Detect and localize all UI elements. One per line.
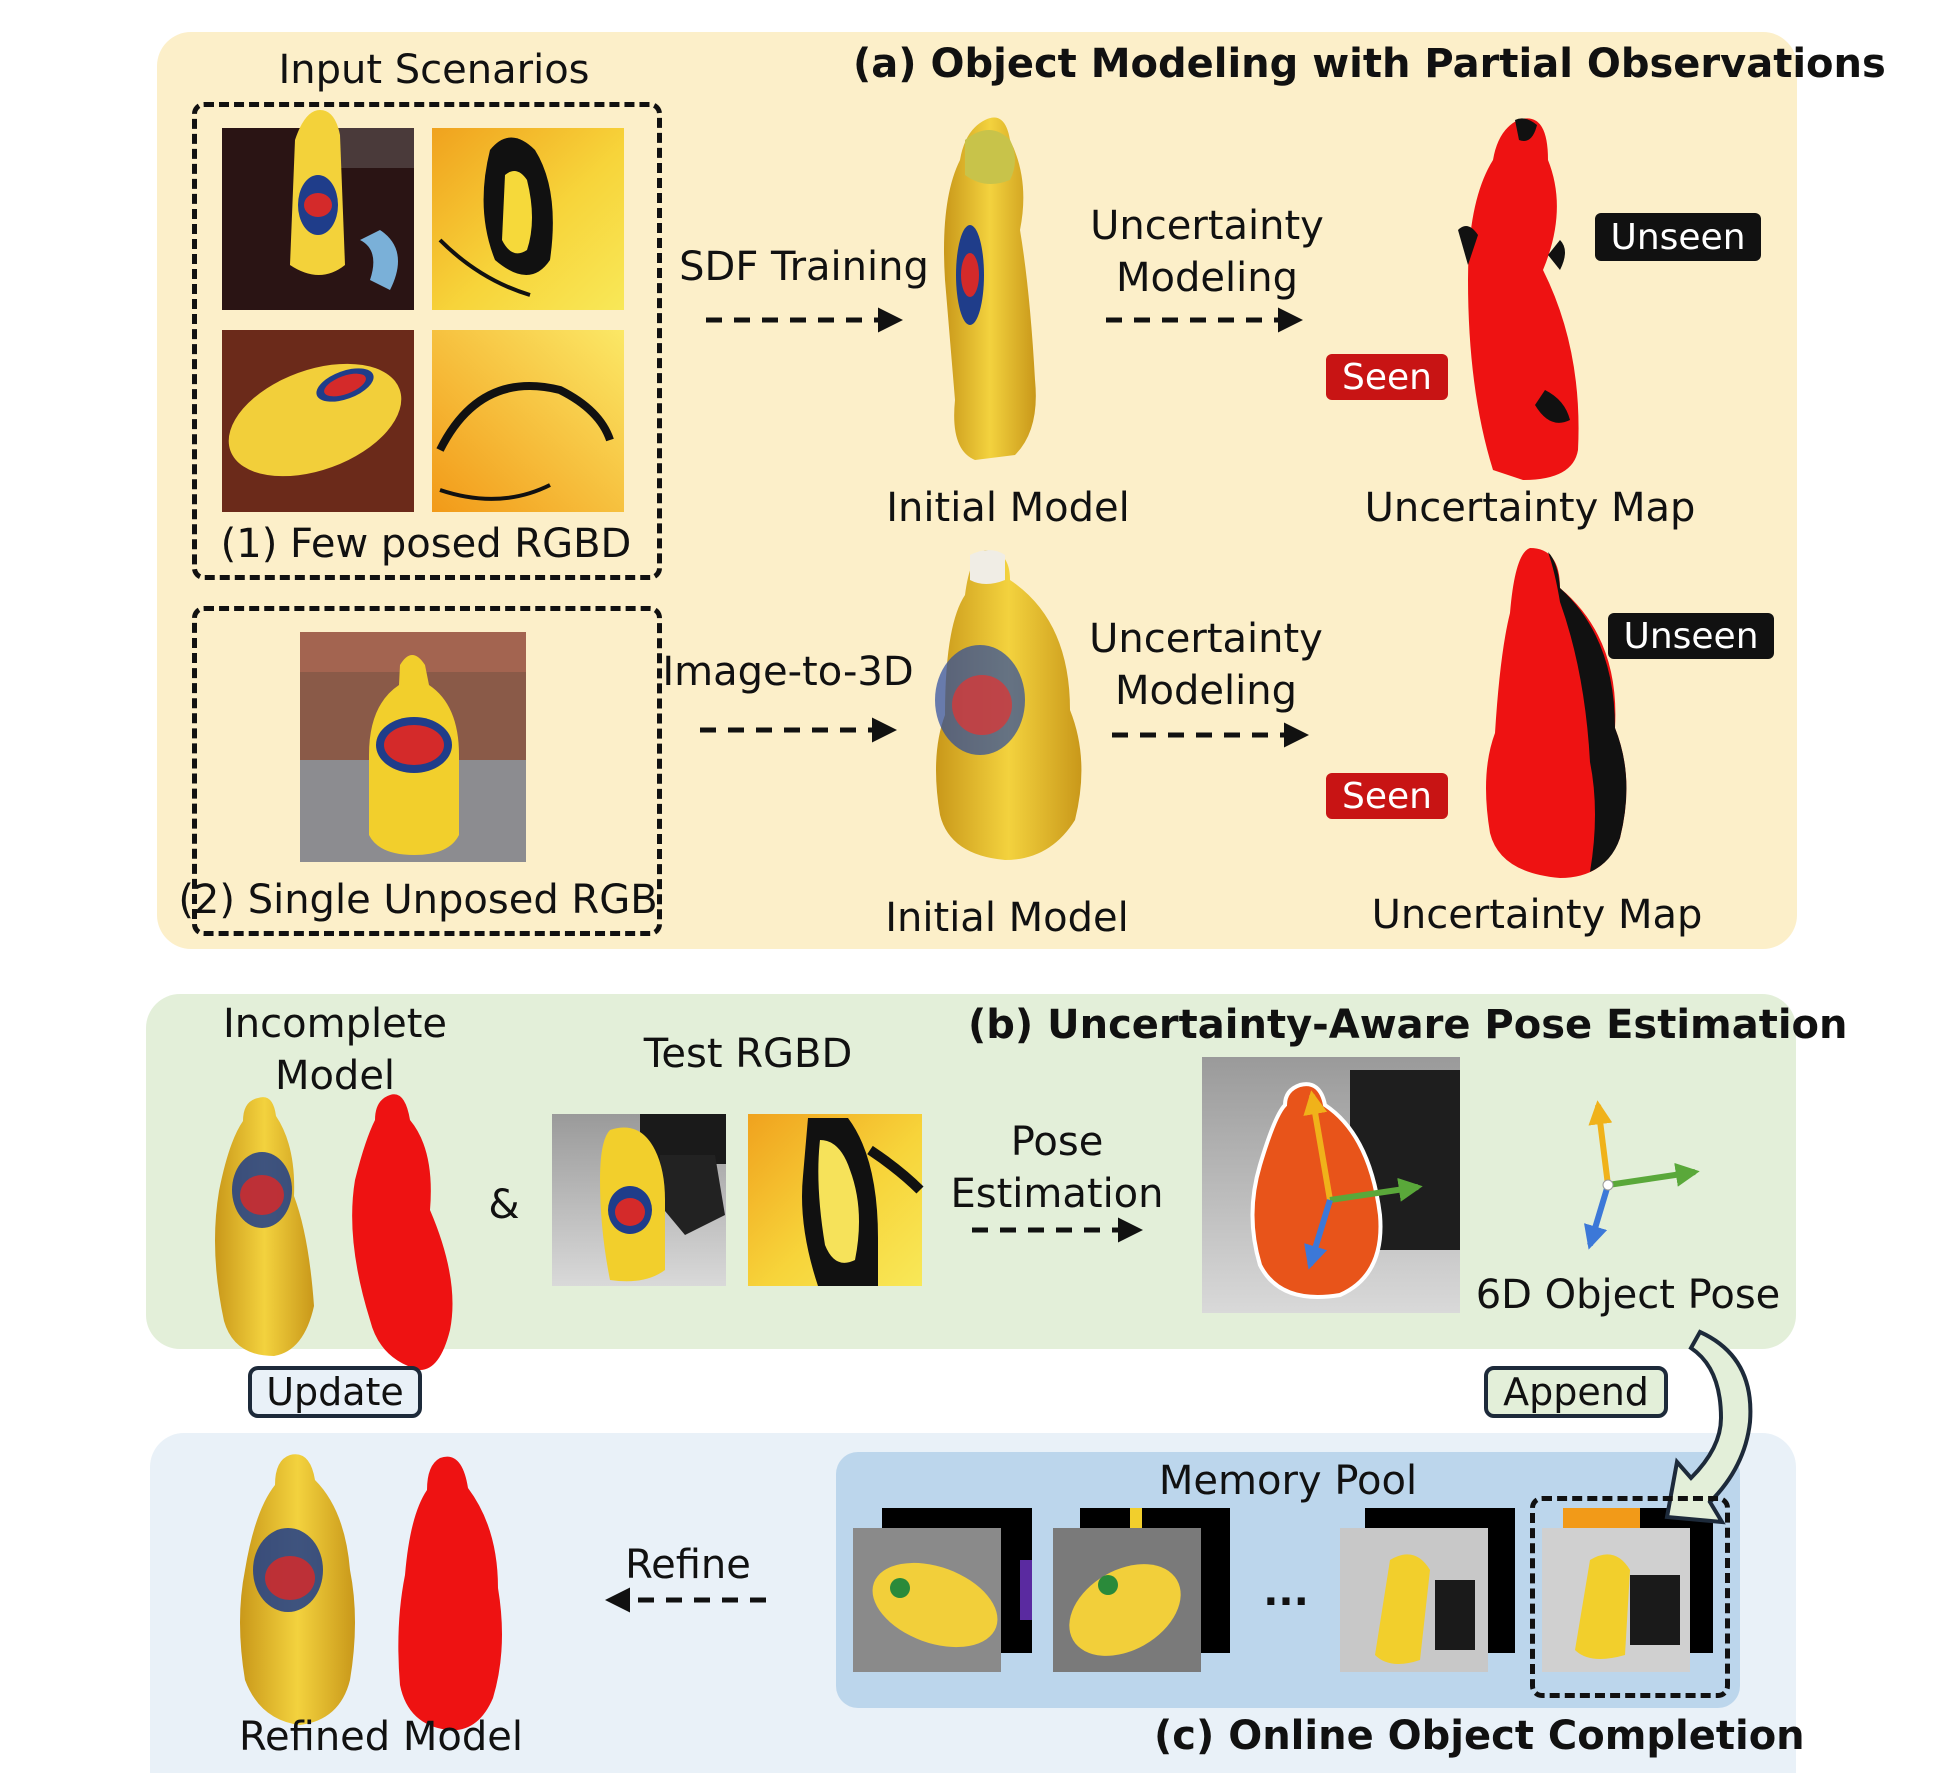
uncertainty-modeling-top-line1: Uncertainty	[1090, 203, 1324, 249]
ampersand-label: &	[488, 1182, 520, 1228]
uncertainty-map-top-label: Uncertainty Map	[1364, 485, 1696, 531]
update-tag: Update	[248, 1366, 422, 1418]
uncertainty-map-bottom-label: Uncertainty Map	[1371, 892, 1703, 938]
refine-label: Refine	[625, 1542, 751, 1588]
memory-pool-frames	[853, 1508, 1713, 1672]
pose-result-label: 6D Object Pose	[1475, 1272, 1781, 1318]
incomplete-model-line2: Model	[274, 1053, 396, 1099]
initial-model-top-label: Initial Model	[886, 485, 1130, 531]
panel-a-title: (a) Object Modeling with Partial Observa…	[853, 41, 1886, 87]
test-rgbd-label: Test RGBD	[643, 1031, 853, 1077]
refined-model-shapes	[240, 1454, 502, 1731]
uncertainty-map-bottom-shape	[1486, 548, 1627, 878]
sdf-training-label: SDF Training	[679, 244, 929, 290]
pose-estimation-line2: Estimation	[950, 1171, 1164, 1217]
pose-result-image	[1202, 1057, 1460, 1313]
initial-model-bottom-label: Initial Model	[885, 895, 1129, 941]
unseen-tag-bottom: Unseen	[1608, 613, 1774, 659]
scenario-1-images	[222, 110, 624, 512]
scenario-2-image	[300, 632, 526, 862]
pose-estimation-line1: Pose	[1010, 1119, 1104, 1165]
initial-model-bottom-shape	[935, 550, 1082, 860]
dashed-arrow-icon	[605, 307, 1309, 1613]
panel-c-title: (c) Online Object Completion	[1154, 1713, 1805, 1759]
scenario-1-label: (1) Few posed RGBD	[220, 521, 632, 567]
uncertainty-modeling-bottom-line1: Uncertainty	[1089, 616, 1323, 662]
image-to-3d-label: Image-to-3D	[662, 649, 914, 695]
uncertainty-map-top-shape	[1458, 118, 1579, 480]
incomplete-model-shapes	[215, 1094, 453, 1370]
memory-pool-ellipsis: ...	[1263, 1569, 1309, 1615]
scenario-1-dashed-box	[192, 102, 662, 580]
unseen-tag-top: Unseen	[1595, 213, 1761, 261]
seen-tag-top: Seen	[1326, 354, 1448, 400]
uncertainty-modeling-bottom-line2: Modeling	[1115, 668, 1297, 714]
scenario-2-label: (2) Single Unposed RGB	[178, 877, 658, 923]
refined-model-label: Refined Model	[239, 1714, 523, 1760]
uncertainty-modeling-top-line2: Modeling	[1116, 255, 1298, 301]
memory-pool-label: Memory Pool	[1158, 1458, 1418, 1504]
axis-triad-icon	[1584, 1100, 1700, 1250]
latest-frame-dashed-box	[1530, 1496, 1730, 1698]
initial-model-top-shape	[944, 117, 1036, 460]
panel-b-title: (b) Uncertainty-Aware Pose Estimation	[968, 1002, 1848, 1048]
curved-arrow-icon	[1664, 1329, 1753, 1525]
input-scenarios-label: Input Scenarios	[278, 47, 590, 93]
scenario-2-dashed-box	[192, 606, 662, 936]
test-rgbd-images	[552, 1114, 924, 1286]
incomplete-model-line1: Incomplete	[223, 1001, 447, 1047]
seen-tag-bottom: Seen	[1326, 773, 1448, 819]
append-tag: Append	[1484, 1366, 1668, 1418]
